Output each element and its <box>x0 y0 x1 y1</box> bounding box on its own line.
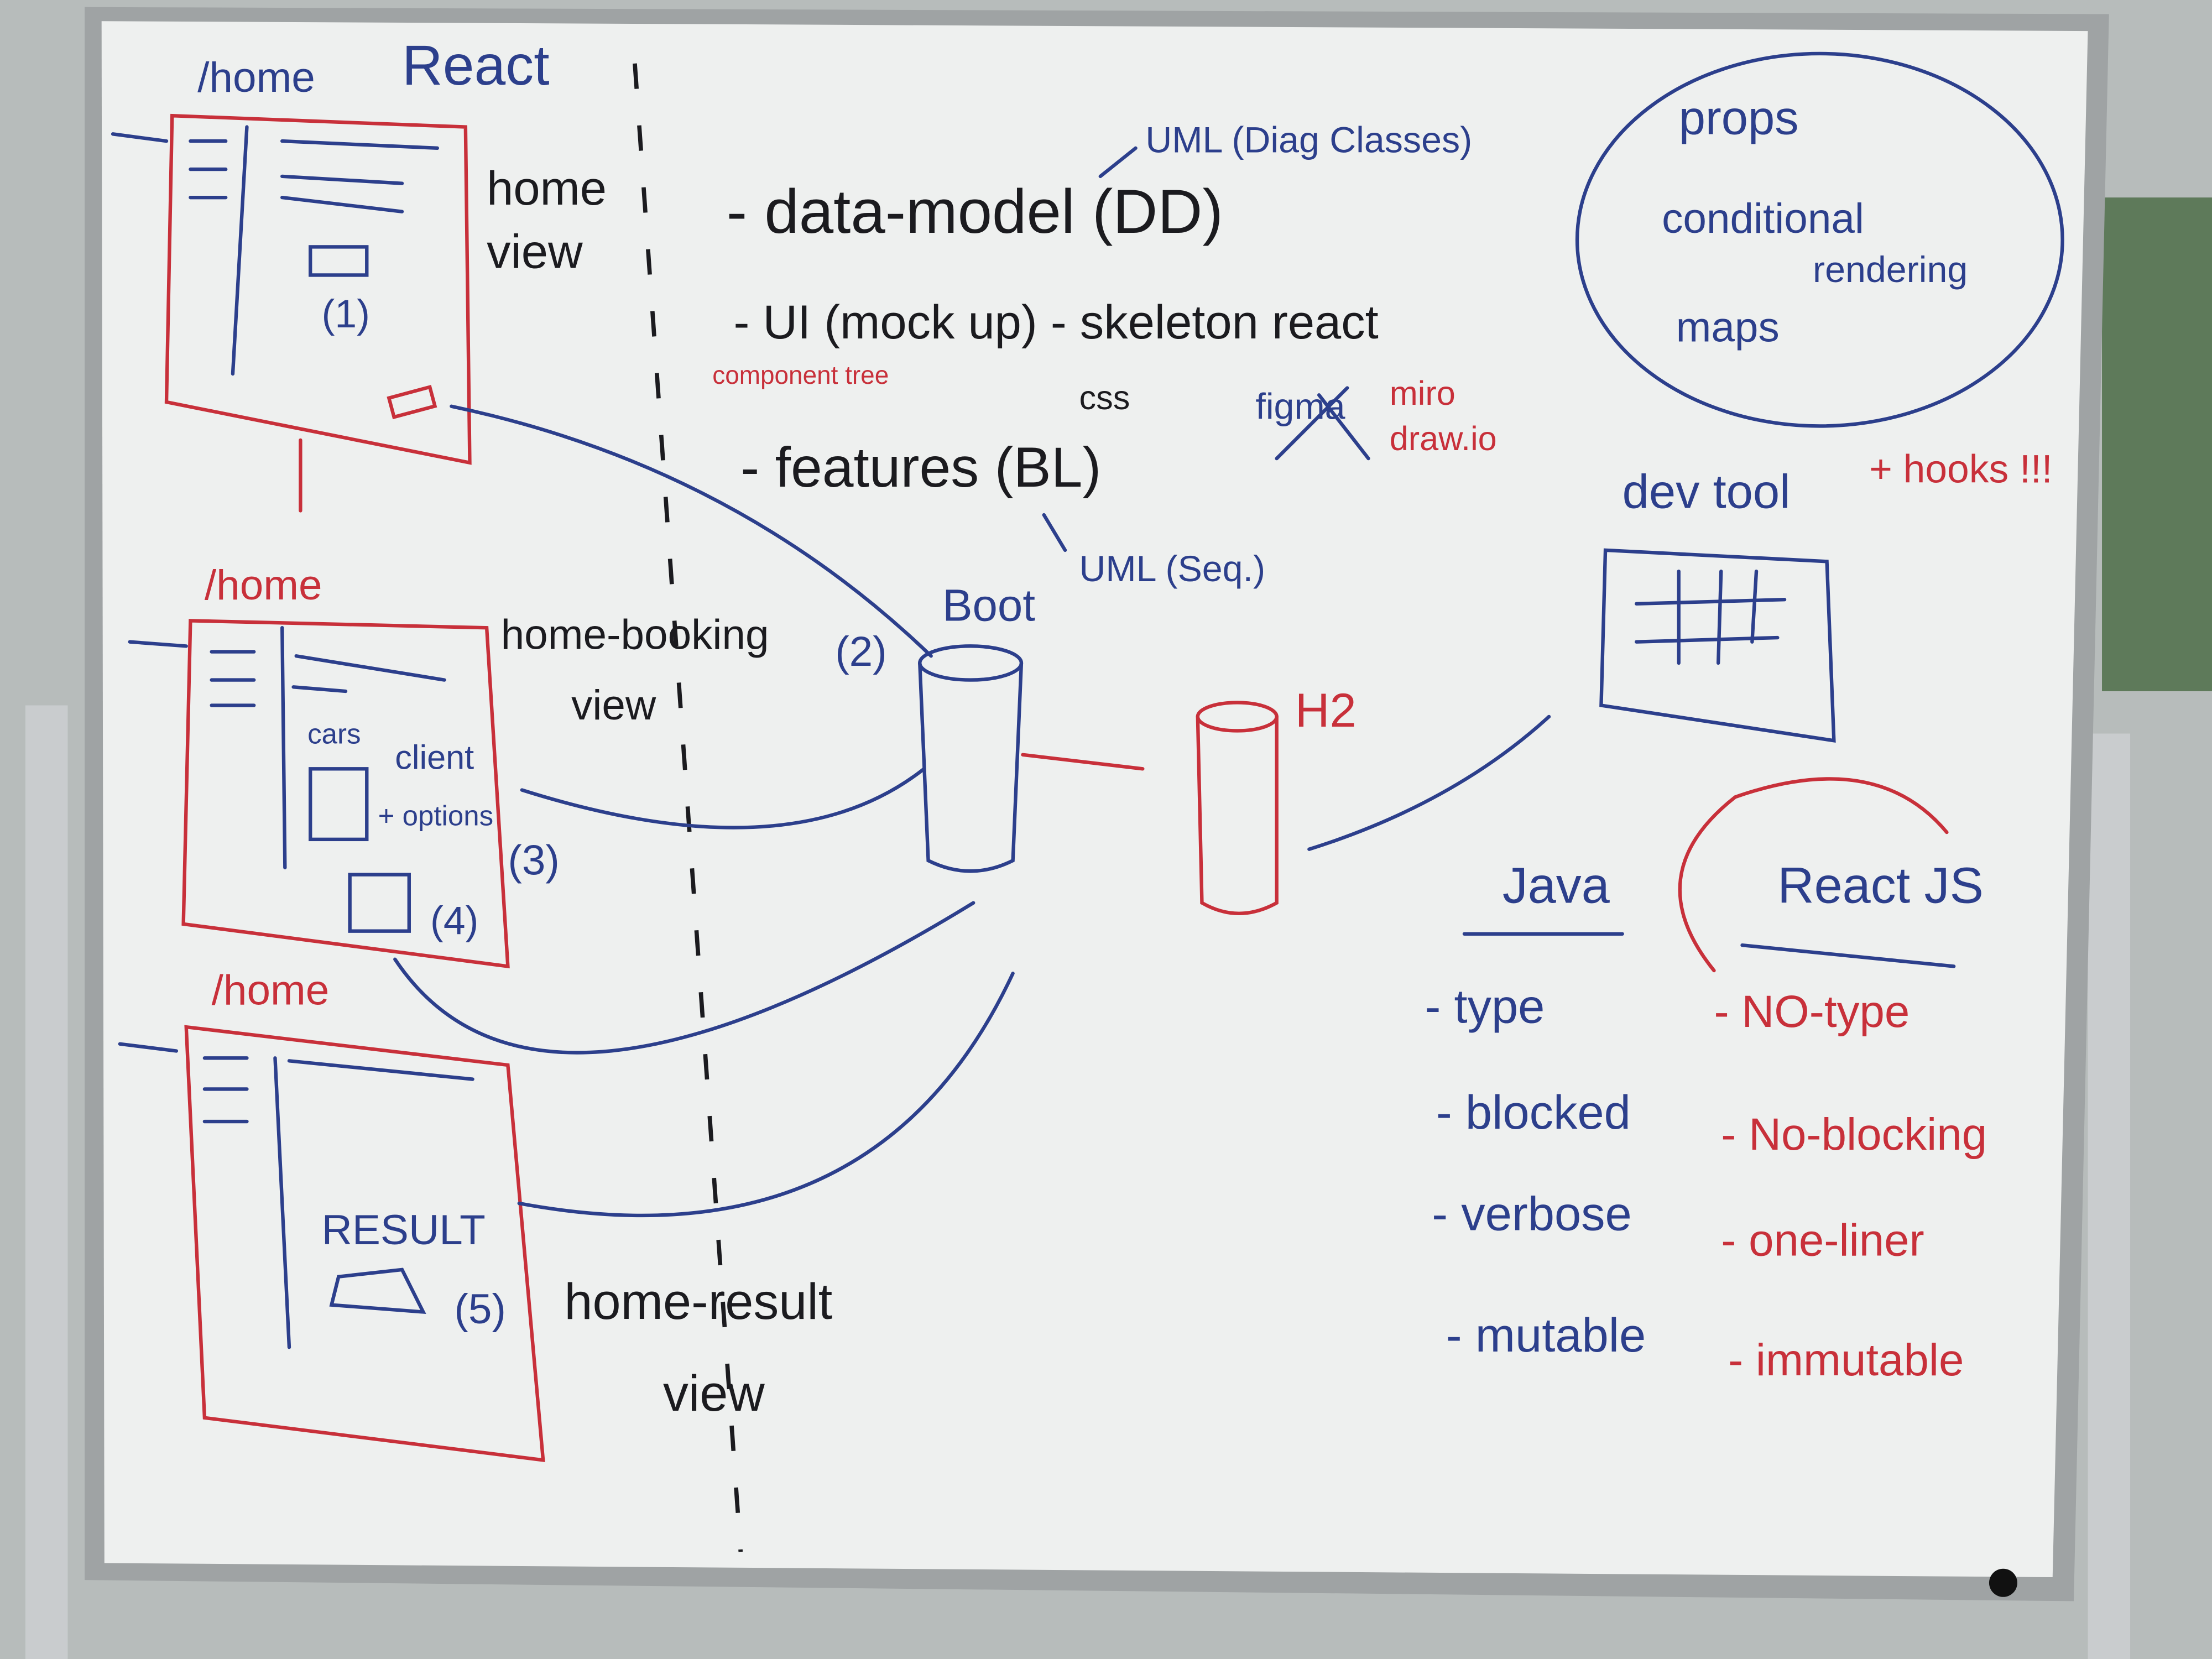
devtool: dev tool + hooks !!! <box>1599 447 2053 743</box>
home-result-view-sketch: /home RESULT (5) home-result view <box>118 967 832 1462</box>
route-label: /home <box>212 967 330 1014</box>
react-label: React <box>402 34 550 97</box>
magnet <box>1989 1568 2017 1597</box>
react-item: - one-liner <box>1721 1215 1924 1265</box>
stand-right <box>2088 733 2131 1659</box>
drawio-label: draw.io <box>1390 420 1497 457</box>
arrow-devtool-to-h2 <box>1307 714 1551 851</box>
result-label: RESULT <box>322 1207 486 1254</box>
view-label: home-booking <box>501 611 769 658</box>
home-view-sketch: /home React (1) home view <box>111 34 607 513</box>
view-label: home <box>487 161 607 215</box>
java-item: - blocked <box>1436 1086 1631 1139</box>
step-label: (1) <box>322 292 370 336</box>
java-title: Java <box>1503 858 1610 914</box>
board-surface <box>101 21 2088 1578</box>
route-label: /home <box>205 562 322 609</box>
view-label: view <box>571 682 656 729</box>
plan-uml-seq: UML (Seq.) <box>1079 549 1266 589</box>
java-item: - mutable <box>1446 1308 1646 1362</box>
react-concepts-bubble: props conditional rendering maps <box>1575 51 2064 428</box>
plan-features: - features (BL) <box>740 436 1101 499</box>
plan-ui: - UI (mock up) - skeleton react <box>734 295 1379 349</box>
step-label: (5) <box>454 1286 506 1333</box>
view-label: view <box>487 225 583 279</box>
devtool-label: dev tool <box>1623 465 1791 518</box>
route-label: /home <box>197 54 315 101</box>
rendering-label: rendering <box>1813 249 1968 290</box>
java-item: - type <box>1425 979 1545 1033</box>
step-3-label: (3) <box>508 837 560 884</box>
arrow-route-to-boot <box>450 404 933 658</box>
figma-label: figma <box>1255 387 1345 427</box>
react-title: React JS <box>1777 858 1984 914</box>
screen-frame <box>181 619 510 969</box>
step-label: (4) <box>430 899 478 943</box>
arrow-booking-to-boot <box>393 901 975 1055</box>
view-label: home-result <box>564 1274 832 1330</box>
client-label: client <box>395 738 474 776</box>
backend: Boot H2 <box>918 580 1551 915</box>
java-item: - verbose <box>1432 1187 1631 1240</box>
component-tree-label: component tree <box>712 361 889 389</box>
cars-label: cars <box>307 718 361 749</box>
plan-data-model: - data-model (DD) <box>727 176 1223 246</box>
react-item: - No-blocking <box>1721 1109 1987 1160</box>
maps-label: maps <box>1676 304 1780 351</box>
screen-frame <box>184 1025 545 1462</box>
home-booking-view-sketch: /home cars client + options (4) home-boo… <box>128 562 769 969</box>
react-column: React JS - NO-type - No-blocking - one-l… <box>1678 777 1987 1385</box>
boot-label: Boot <box>942 580 1035 630</box>
arrow-boot-to-result <box>517 972 1015 1218</box>
window-foliage <box>2102 197 2212 692</box>
plan-list: - data-model (DD) UML (Diag Classes) - U… <box>712 120 1496 590</box>
css-label: css <box>1079 379 1130 416</box>
miro-label: miro <box>1390 374 1455 412</box>
step-2-label: (2) <box>835 628 887 675</box>
conditional-label: conditional <box>1662 195 1864 242</box>
screen-frame <box>164 113 472 465</box>
react-item: - immutable <box>1728 1335 1964 1385</box>
view-label: view <box>663 1365 765 1422</box>
options-label: + options <box>378 800 493 831</box>
java-column: Java - type - blocked - verbose - mutabl… <box>1425 858 1646 1362</box>
props-label: props <box>1679 91 1799 144</box>
react-item: - NO-type <box>1714 987 1910 1037</box>
plan-uml-classes: UML (Diag Classes) <box>1145 120 1472 161</box>
arrow-boot-to-booking <box>520 767 926 830</box>
stand-left <box>25 705 68 1659</box>
hooks-label: + hooks !!! <box>1869 447 2052 491</box>
dashed-divider <box>633 63 743 1552</box>
h2-label: H2 <box>1295 684 1357 737</box>
